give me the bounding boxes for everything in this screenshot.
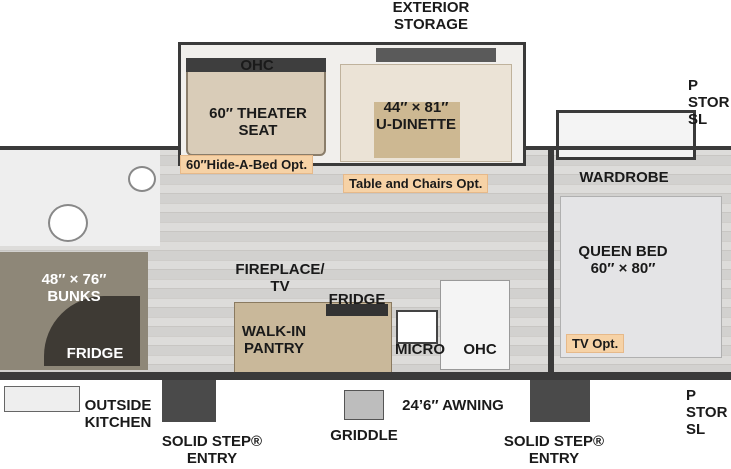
- label-ohc-slide: OHC: [240, 57, 274, 74]
- label-micro: MICRO: [395, 341, 445, 358]
- kitchen-counter: [440, 280, 510, 370]
- label-ohc-kitchen: OHC: [463, 341, 497, 358]
- label-griddle: GRIDDLE: [330, 427, 398, 444]
- top-wall-left: [0, 146, 178, 150]
- label-storage-bottom-right: P STOR SL: [686, 387, 728, 438]
- label-dinette: 44″ × 81″ U-DINETTE: [376, 99, 456, 133]
- top-wall-right: [526, 146, 731, 150]
- outside-kitchen-unit: [4, 386, 80, 412]
- queen-bed: [560, 196, 722, 358]
- wardrobe: [556, 110, 696, 160]
- stove: [396, 310, 438, 344]
- label-outside-kitchen: OUTSIDE KITCHEN: [84, 397, 152, 431]
- label-walk-in-pantry: WALK-IN PANTRY: [241, 323, 307, 357]
- label-fridge-center: FRIDGE: [328, 291, 386, 308]
- label-theater-seat: 60″ THEATER SEAT: [209, 105, 307, 139]
- tag-tv-opt: TV Opt.: [566, 334, 625, 353]
- label-storage-right: P STOR SL: [688, 77, 730, 128]
- label-fireplace: FIREPLACE/ TV: [235, 261, 325, 295]
- label-fridge-left: FRIDGE: [66, 345, 124, 362]
- toilet: [48, 204, 88, 242]
- tag-hide-a-bed: 60″Hide-A-Bed Opt.: [180, 155, 314, 174]
- label-wardrobe: WARDROBE: [579, 169, 669, 186]
- ohc-bar-slide: [186, 58, 326, 72]
- step-entry-left: [162, 380, 216, 422]
- label-bunks: 48″ × 76″ BUNKS: [41, 271, 107, 305]
- label-awning: 24’6″ AWNING: [402, 397, 504, 414]
- tag-table-chairs: Table and Chairs Opt.: [343, 174, 489, 193]
- sink: [128, 166, 156, 192]
- exterior-storage-bin: [376, 48, 496, 62]
- label-exterior-storage: EXTERIOR STORAGE: [392, 0, 470, 33]
- fridge-counter: [326, 304, 388, 316]
- label-solid-step-left: SOLID STEP® ENTRY: [161, 433, 263, 467]
- label-queen-bed: QUEEN BED 60″ × 80″: [578, 243, 668, 277]
- bottom-wall: [0, 372, 731, 380]
- dinette-table: [374, 102, 460, 158]
- bedroom-wall: [548, 148, 554, 372]
- griddle-unit: [344, 390, 384, 420]
- label-solid-step-right: SOLID STEP® ENTRY: [503, 433, 605, 467]
- step-entry-right: [530, 380, 590, 422]
